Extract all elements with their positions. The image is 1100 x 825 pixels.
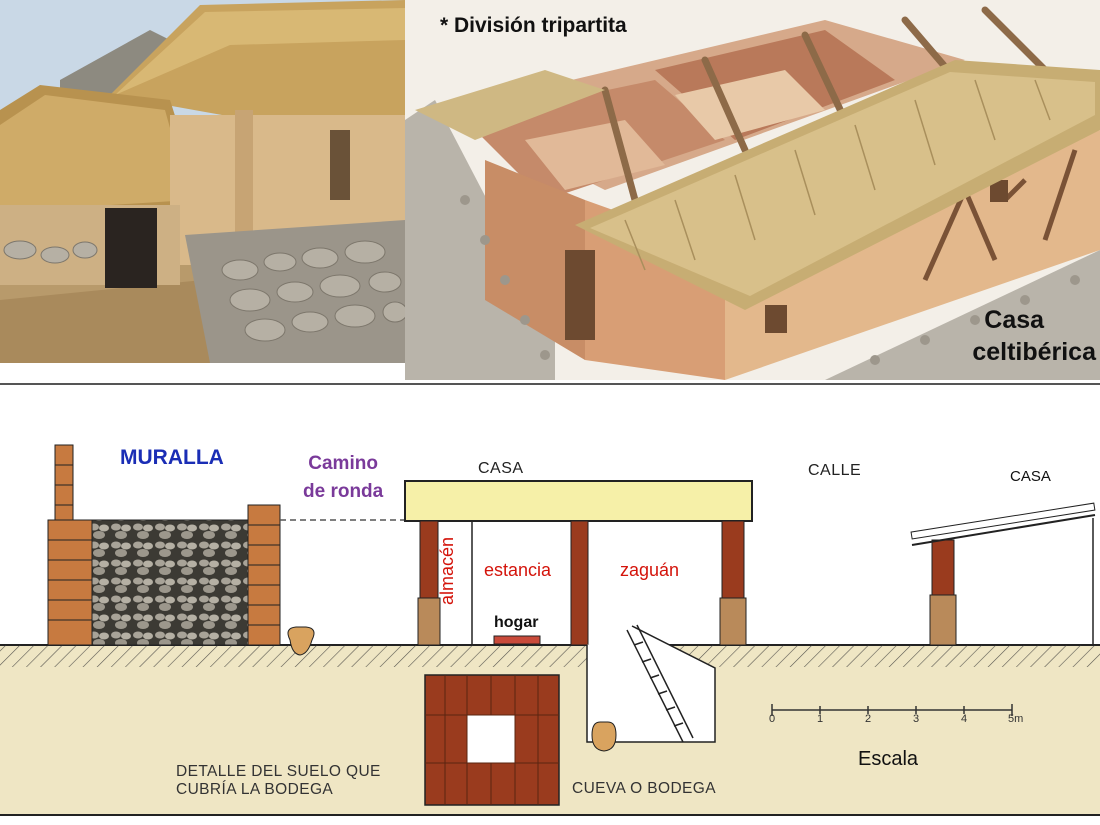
section-divider [0, 383, 1100, 385]
caption-line2: celtibérica [972, 338, 1096, 366]
scale-tick-label: 3 [913, 713, 920, 725]
cross-section-diagram [0, 444, 1100, 816]
roof-beam [404, 480, 753, 522]
storage-room-label: almacén [437, 536, 457, 605]
entrance-room-label: zaguán [620, 560, 680, 580]
floor-detail [424, 674, 560, 806]
ladder [626, 624, 694, 743]
caption-line1: Casa [984, 306, 1045, 334]
cellar [586, 625, 716, 743]
illustration-celtiberian-house [405, 0, 1100, 380]
floor-detail-line2: CUBRÍA LA BODEGA [176, 781, 334, 798]
amphora-cellar [591, 721, 617, 752]
photo-reconstructed-house [0, 0, 405, 363]
living-room-label: estancia [484, 560, 552, 580]
scale-tick-label: 2 [865, 713, 872, 725]
scale-label: Escala [858, 748, 919, 770]
walkway-line2: de ronda [303, 481, 384, 502]
floor-detail-line1: DETALLE DEL SUELO QUE [176, 763, 381, 780]
celtiberian-house-caption: Casa celtibérica [972, 304, 1096, 368]
walkway-line1: Camino [308, 453, 378, 474]
walkway-label: Camino de ronda [303, 450, 383, 506]
scale-bar [771, 704, 1013, 716]
house-right-label: CASA [1010, 468, 1051, 485]
hearth [493, 635, 541, 645]
scale-tick-label: 0 [769, 713, 776, 725]
floor-detail-label: DETALLE DEL SUELO QUE CUBRÍA LA BODEGA [176, 763, 381, 799]
house-left-label: CASA [478, 460, 524, 477]
wall-section [47, 444, 405, 646]
street-label: CALLE [808, 462, 862, 479]
cellar-label: CUEVA O BODEGA [572, 780, 716, 797]
scale-tick-label: 4 [961, 713, 968, 725]
amphora-left [287, 626, 315, 656]
hearth-label: hogar [494, 614, 539, 631]
scale-tick-label: 1 [817, 713, 824, 725]
tripartite-division-title: * División tripartita [440, 14, 627, 37]
wall-label: MURALLA [120, 446, 224, 469]
scale-tick-label: 5m [1008, 713, 1024, 725]
